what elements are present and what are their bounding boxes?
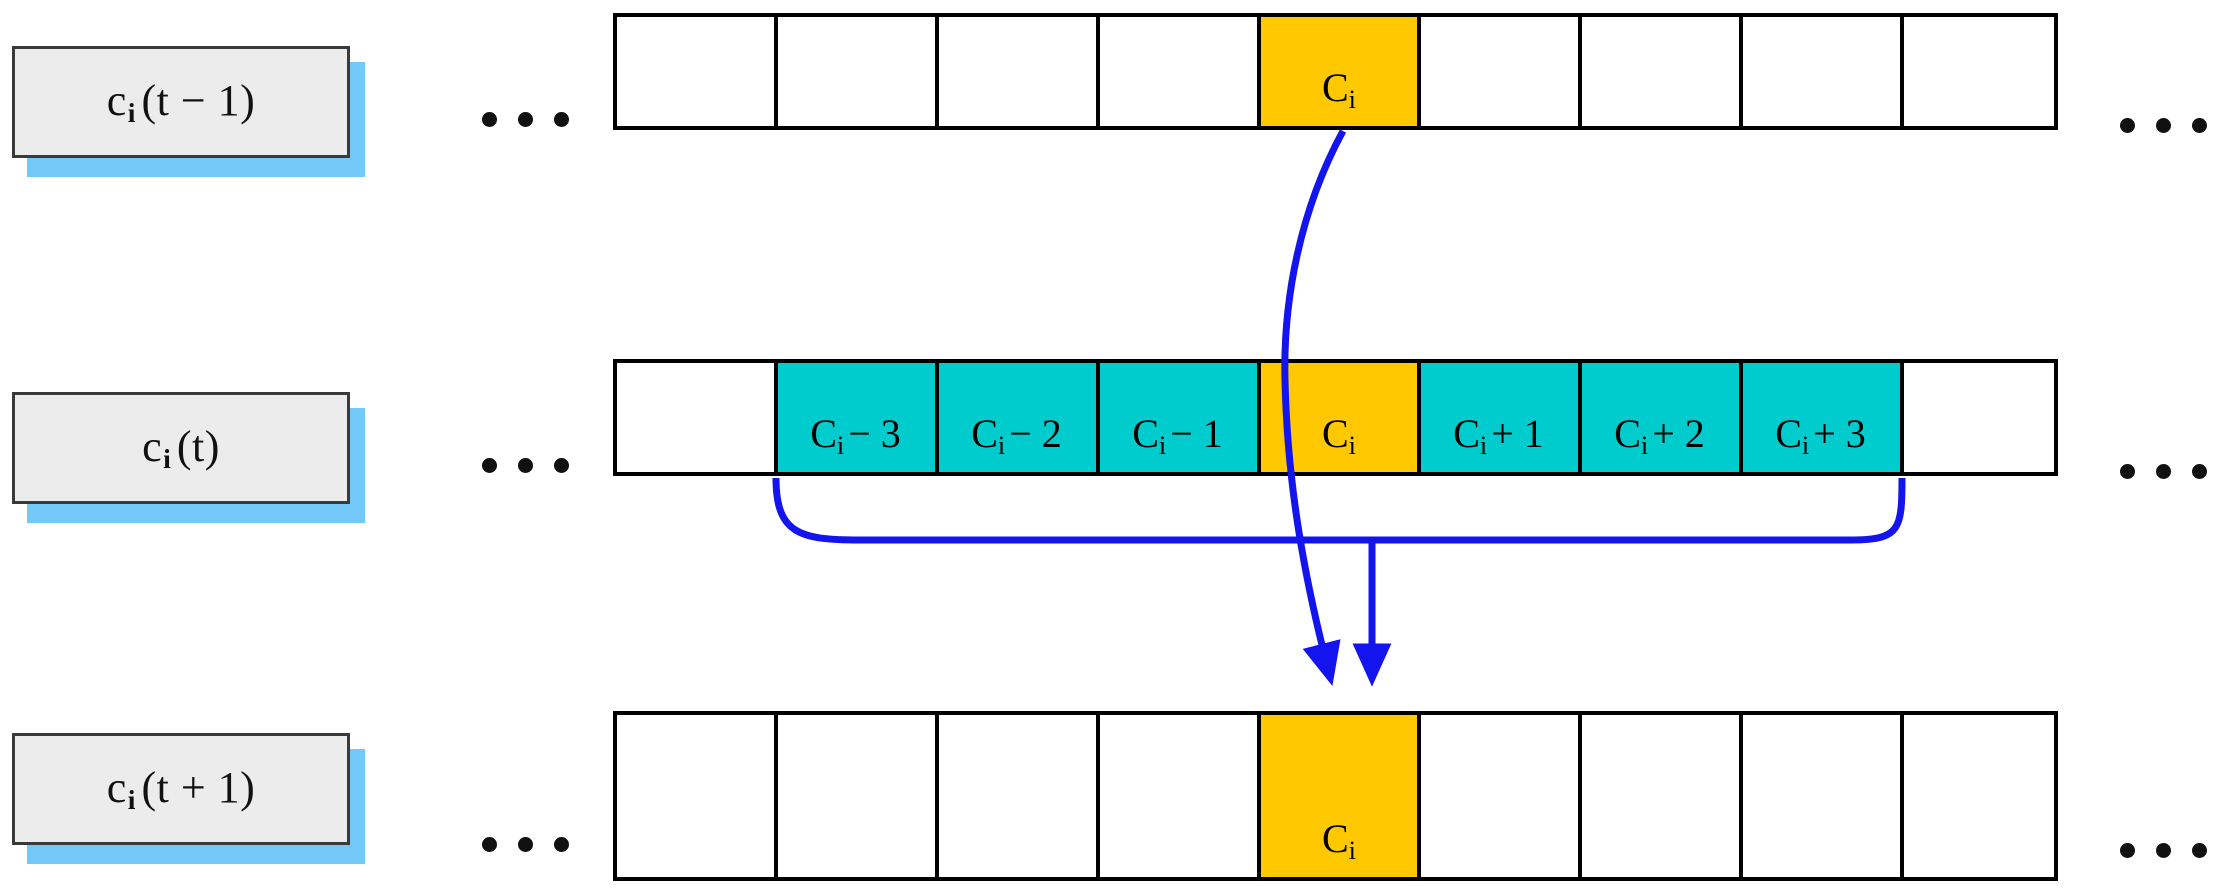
tape-cell[interactable] bbox=[1582, 17, 1743, 126]
label-text-current: ci(t) bbox=[142, 421, 220, 475]
neighborhood-bracket-arrow bbox=[772, 477, 1906, 544]
tape-cell[interactable] bbox=[1582, 715, 1743, 877]
ellipsis-right-previous bbox=[2120, 118, 2207, 133]
ellipsis-right-next bbox=[2120, 843, 2207, 858]
tape-cell-highlight[interactable]: Ci bbox=[1261, 17, 1421, 126]
tape-cell[interactable] bbox=[1100, 715, 1261, 877]
tape-cell-highlight[interactable]: Ci bbox=[1261, 363, 1421, 472]
tape-row-previous: Ci bbox=[613, 13, 2058, 130]
tape-cell-label: Ci+ 2 bbox=[1614, 410, 1705, 460]
tape-cell-neighborhood[interactable]: Ci+ 3 bbox=[1743, 363, 1904, 472]
tape-cell[interactable] bbox=[1743, 715, 1904, 877]
tape-cell-neighborhood[interactable]: Ci− 3 bbox=[778, 363, 939, 472]
tape-cell[interactable] bbox=[778, 715, 939, 877]
tape-cell-neighborhood[interactable]: Ci− 2 bbox=[939, 363, 1100, 472]
tape-cell[interactable] bbox=[939, 715, 1100, 877]
ellipsis-left-next bbox=[482, 837, 569, 852]
tape-cell[interactable] bbox=[939, 17, 1100, 126]
ellipsis-right-current bbox=[2120, 464, 2207, 479]
tape-cell[interactable] bbox=[1421, 715, 1582, 877]
tape-cell[interactable] bbox=[1904, 17, 2054, 126]
tape-cell[interactable] bbox=[1100, 17, 1261, 126]
tape-cell-label: Ci bbox=[1321, 410, 1357, 460]
tape-cell-neighborhood[interactable]: Ci− 1 bbox=[1100, 363, 1261, 472]
tape-cell-label: Ci+ 1 bbox=[1453, 410, 1544, 460]
label-text-next: ci(t + 1) bbox=[106, 762, 256, 816]
tape-cell[interactable] bbox=[1904, 363, 2054, 472]
tape-cell[interactable] bbox=[617, 363, 778, 472]
label-box-previous: ci(t − 1) bbox=[12, 46, 350, 158]
tape-cell[interactable] bbox=[1743, 17, 1904, 126]
ellipsis-left-current bbox=[482, 458, 569, 473]
tape-cell-label: Ci− 1 bbox=[1132, 410, 1223, 460]
tape-cell-neighborhood[interactable]: Ci+ 2 bbox=[1582, 363, 1743, 472]
tape-cell[interactable] bbox=[1904, 715, 2054, 877]
tape-cell[interactable] bbox=[617, 17, 778, 126]
label-box-current: ci(t) bbox=[12, 392, 350, 504]
tape-cell-label: Ci− 3 bbox=[810, 410, 901, 460]
tape-row-current: Ci− 3 Ci− 2 Ci− 1 Ci Ci+ 1 Ci+ 2 Ci+ 3 bbox=[613, 359, 2058, 476]
tape-cell[interactable] bbox=[1421, 17, 1582, 126]
tape-cell-label: Ci bbox=[1321, 815, 1357, 865]
tape-cell-label: Ci− 2 bbox=[971, 410, 1062, 460]
tape-cell-label: Ci bbox=[1321, 64, 1357, 114]
tape-row-next: Ci bbox=[613, 711, 2058, 881]
tape-cell-label: Ci+ 3 bbox=[1775, 410, 1866, 460]
tape-cell-highlight[interactable]: Ci bbox=[1261, 715, 1421, 877]
label-box-next: ci(t + 1) bbox=[12, 733, 350, 845]
ellipsis-left-previous bbox=[482, 112, 569, 127]
tape-cell[interactable] bbox=[778, 17, 939, 126]
tape-cell-neighborhood[interactable]: Ci+ 1 bbox=[1421, 363, 1582, 472]
label-text-previous: ci(t − 1) bbox=[106, 75, 256, 129]
tape-cell[interactable] bbox=[617, 715, 778, 877]
